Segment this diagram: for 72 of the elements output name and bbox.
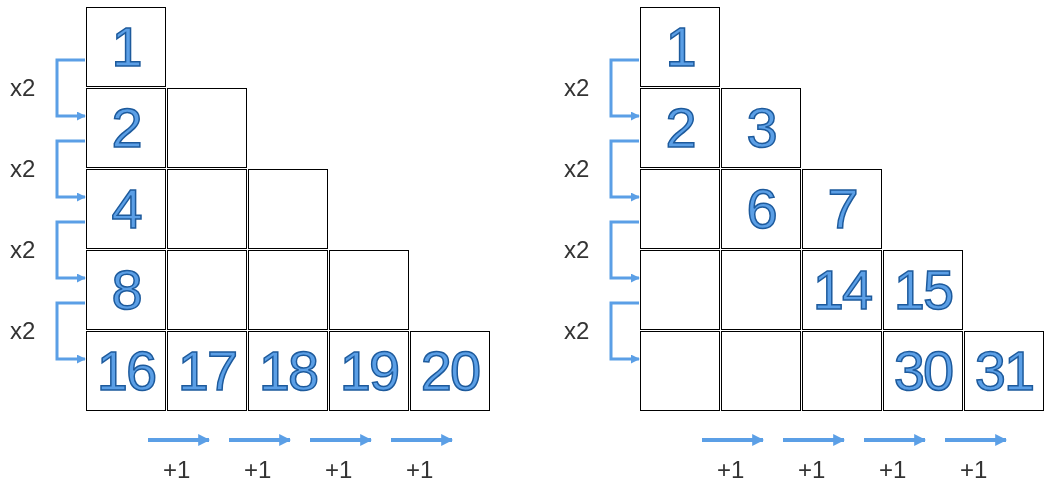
cell-number: 16 [96,343,156,399]
increment-label: +1 [960,458,988,482]
grid-cell [329,250,409,330]
cell-number: 17 [177,343,237,399]
grid-cell [86,88,166,168]
grid-cell [167,250,247,330]
increment-label: +1 [244,458,272,482]
edge-label: x2 [10,76,36,100]
grid-cell [329,331,409,411]
cell-number: 31 [974,343,1034,399]
cell-number: 1 [665,19,695,75]
grid-cell [86,250,166,330]
increment-label: +1 [163,458,191,482]
grid-cell [86,7,166,87]
cell-number: 1 [111,19,141,75]
grid-cell [167,169,247,249]
down-arrow [609,220,640,283]
edge-label: x2 [564,76,590,100]
grid-cell [640,331,720,411]
cell-number: 4 [111,181,141,237]
cell-number: 19 [339,343,399,399]
grid-cell [640,250,720,330]
down-arrow [55,301,86,364]
cell-number: 14 [812,262,872,318]
edge-label: x2 [564,157,590,181]
grid-cell [802,250,882,330]
grid-cell [721,88,801,168]
grid-cell [167,88,247,168]
increment-label: +1 [406,458,434,482]
cell-number: 3 [746,100,776,156]
down-arrow [55,139,86,202]
grid-cell [883,250,963,330]
increment-label: +1 [717,458,745,482]
grid-cell [167,331,247,411]
down-arrow [609,301,640,364]
edge-label: x2 [10,157,36,181]
grid-cell [410,331,490,411]
cell-number: 8 [111,262,141,318]
increment-label: +1 [798,458,826,482]
increment-label: +1 [879,458,907,482]
down-arrow [609,139,640,202]
grid-cell [721,169,801,249]
grid-cell [86,331,166,411]
down-arrow [55,220,86,283]
edge-label: x2 [10,238,36,262]
grid-cell [802,331,882,411]
grid-cell [964,331,1044,411]
cell-number: 18 [258,343,318,399]
edge-label: x2 [564,319,590,343]
cell-number: 20 [420,343,480,399]
grid-cell [640,7,720,87]
grid-cell [721,250,801,330]
cell-number: 7 [827,181,857,237]
grid-cell [883,331,963,411]
grid-cell [802,169,882,249]
grid-cell [86,169,166,249]
increment-label: +1 [325,458,353,482]
grid-cell [640,88,720,168]
cell-number: 15 [893,262,953,318]
cell-number: 6 [746,181,776,237]
edge-label: x2 [564,238,590,262]
grid-cell [248,169,328,249]
down-arrow [55,58,86,121]
edge-label: x2 [10,319,36,343]
cell-number: 2 [111,100,141,156]
cell-number: 30 [893,343,953,399]
grid-cell [721,331,801,411]
grid-cell [640,169,720,249]
grid-cell [248,250,328,330]
down-arrow [609,58,640,121]
cell-number: 2 [665,100,695,156]
grid-cell [248,331,328,411]
